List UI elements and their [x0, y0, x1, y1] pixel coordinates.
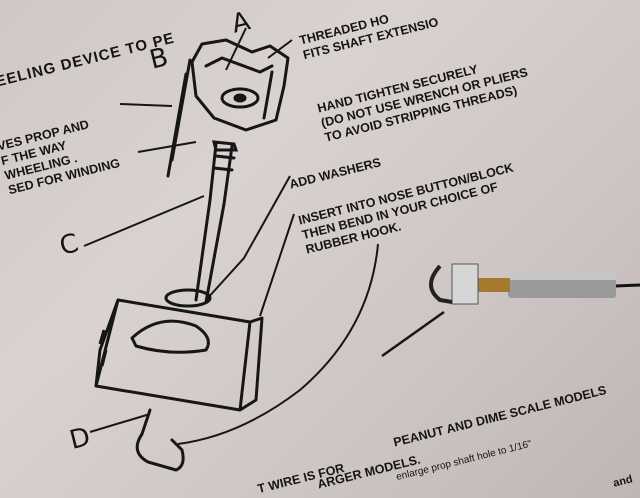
bracket-drawing [166, 38, 290, 178]
hook-drawing [135, 408, 185, 472]
block-drawing [94, 298, 264, 412]
device-photo [381, 263, 640, 358]
shaft-drawing [164, 140, 239, 308]
leader-lines [83, 27, 379, 445]
